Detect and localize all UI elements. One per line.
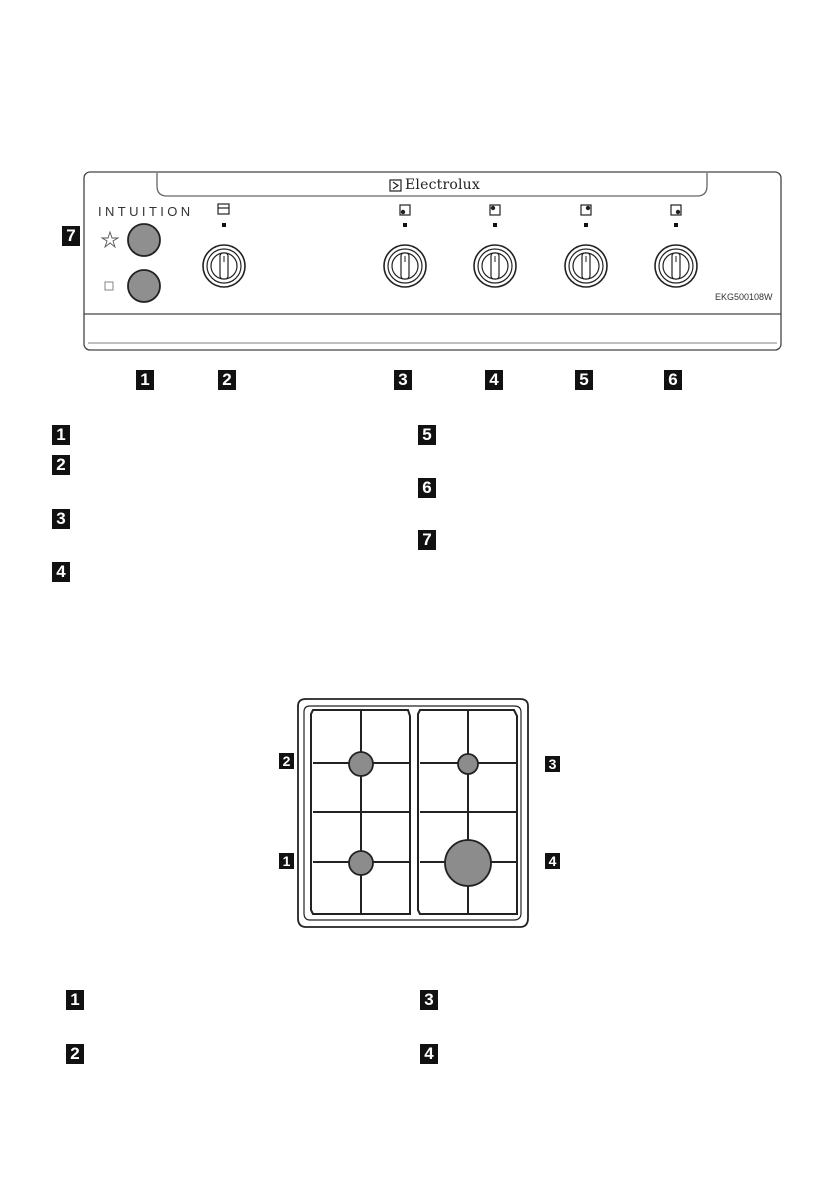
legend-panel-7: 7 — [418, 530, 436, 550]
zone-knob-rear-right[interactable] — [564, 244, 608, 288]
zone-knob-rear-left[interactable] — [473, 244, 517, 288]
model-label: EKG500108W — [715, 292, 773, 302]
callout-panel-5: 5 — [575, 370, 593, 390]
zone-rear-left-icon — [489, 204, 501, 216]
series-label: INTUITION — [98, 204, 194, 219]
callout-hob-1: 1 — [279, 853, 294, 869]
electrolux-logo-icon — [389, 179, 402, 192]
oven-knob[interactable] — [202, 244, 246, 288]
power-indicator-knob[interactable] — [127, 269, 161, 303]
callout-hob-2: 2 — [279, 753, 294, 769]
callout-panel-2: 2 — [218, 370, 236, 390]
zone-knob-front-right[interactable] — [654, 244, 698, 288]
legend-hob-4: 4 — [420, 1044, 438, 1064]
panel-top-trim — [156, 173, 708, 197]
callout-panel-6: 6 — [664, 370, 682, 390]
light-indicator-knob[interactable] — [127, 223, 161, 257]
knob-position-markers — [222, 223, 678, 227]
brand-label: Electrolux — [405, 177, 480, 193]
zone-front-right-icon — [670, 204, 682, 216]
legend-panel-1: 1 — [52, 425, 70, 445]
legend-panel-6: 6 — [418, 478, 436, 498]
legend-panel-2: 2 — [52, 455, 70, 475]
pan-support-left — [310, 709, 411, 915]
rotary-knobs — [202, 244, 698, 288]
burner-front-left — [348, 850, 374, 876]
light-indicator-icon — [100, 230, 120, 249]
panel-frame — [83, 171, 782, 351]
callout-hob-4: 4 — [545, 853, 560, 869]
power-indicator-icon — [104, 281, 114, 291]
burner-front-right — [444, 839, 492, 887]
hob-frame — [297, 698, 529, 928]
callout-panel-4: 4 — [485, 370, 503, 390]
oven-function-icon — [217, 203, 230, 215]
zone-knob-front-left[interactable] — [383, 244, 427, 288]
zone-front-left-icon — [399, 204, 411, 216]
legend-panel-4: 4 — [52, 562, 70, 582]
legend-hob-3: 3 — [420, 990, 438, 1010]
knob-symbols — [217, 203, 682, 216]
callout-panel-1: 1 — [136, 370, 154, 390]
callout-panel-3: 3 — [394, 370, 412, 390]
legend-hob-2: 2 — [66, 1044, 84, 1064]
hob-top — [297, 698, 529, 928]
callout-7: 7 — [62, 226, 80, 246]
legend-panel-5: 5 — [418, 425, 436, 445]
callout-hob-3: 3 — [545, 756, 560, 772]
legend-panel-3: 3 — [52, 509, 70, 529]
burner-rear-right — [457, 753, 479, 775]
pan-support-right — [417, 709, 518, 915]
burner-rear-left — [348, 751, 374, 777]
zone-rear-right-icon — [580, 204, 592, 216]
indicator-knobs — [100, 223, 161, 303]
burners — [348, 751, 492, 887]
legend-hob-1: 1 — [66, 990, 84, 1010]
control-panel — [83, 171, 782, 351]
